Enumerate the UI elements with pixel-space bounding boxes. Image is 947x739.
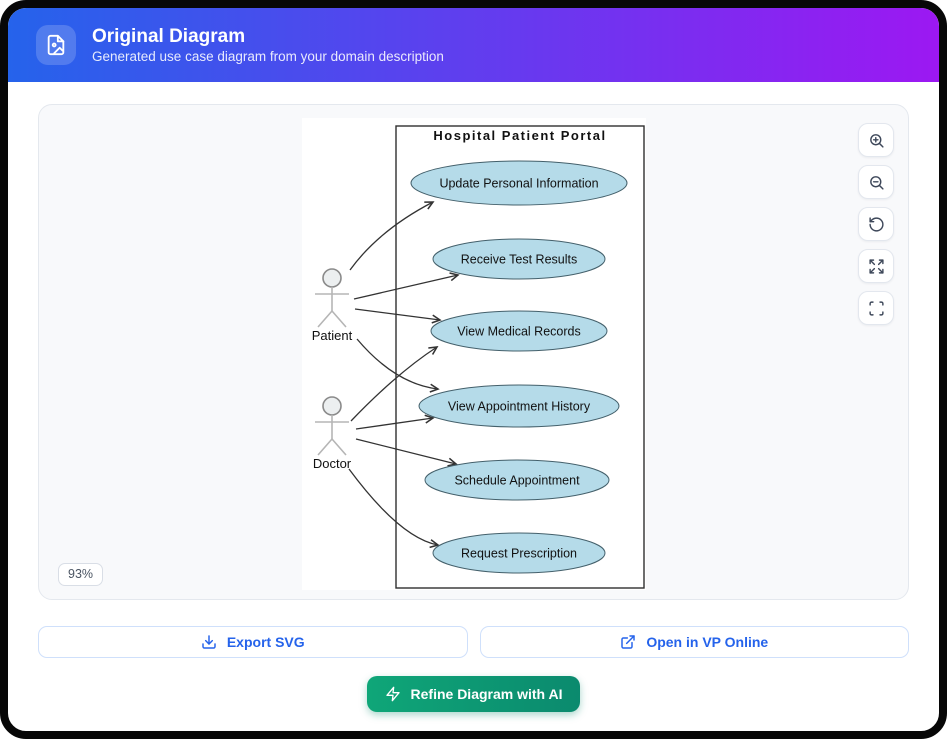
svg-text:Request Prescription: Request Prescription xyxy=(460,547,576,561)
use-case-view-appointment-history: View Appointment History xyxy=(418,384,619,428)
download-icon xyxy=(202,635,216,649)
header-text: Original Diagram Generated use case diag… xyxy=(92,26,444,65)
diagram-canvas[interactable]: Hospital Patient Portal Updat xyxy=(38,104,909,600)
zoom-out-button[interactable] xyxy=(858,165,894,199)
svg-text:Receive Test Results: Receive Test Results xyxy=(460,253,577,267)
association-doctor-schedule-appointment xyxy=(355,438,458,467)
svg-text:Update Personal Information: Update Personal Information xyxy=(439,177,598,191)
open-vp-online-button[interactable]: Open in VP Online xyxy=(479,626,909,658)
associations xyxy=(347,201,460,549)
expand-icon xyxy=(868,258,884,274)
open-vp-online-label: Open in VP Online xyxy=(646,634,769,650)
refine-diagram-ai-button[interactable]: Refine Diagram with AI xyxy=(366,676,581,712)
reset-view-button[interactable] xyxy=(858,207,894,241)
zoom-controls xyxy=(858,123,894,325)
export-svg-button[interactable]: Export SVG xyxy=(38,626,468,658)
refine-diagram-ai-label: Refine Diagram with AI xyxy=(410,686,563,702)
main-content: Hospital Patient Portal Updat xyxy=(8,82,939,731)
actor-doctor-label: Doctor xyxy=(312,456,351,471)
use-case-view-medical-records: View Medical Records xyxy=(430,310,607,352)
page-subtitle: Generated use case diagram from your dom… xyxy=(92,49,444,65)
rotate-ccw-icon xyxy=(868,216,884,232)
header: Original Diagram Generated use case diag… xyxy=(8,8,939,82)
association-doctor-request-prescription xyxy=(347,468,440,549)
fullscreen-button[interactable] xyxy=(858,291,894,325)
svg-text:View Appointment History: View Appointment History xyxy=(447,400,590,414)
svg-text:View Medical Records: View Medical Records xyxy=(457,325,580,339)
use-case-diagram: Hospital Patient Portal Updat xyxy=(301,118,646,590)
page-title: Original Diagram xyxy=(92,25,246,47)
association-doctor-view-appointment-history xyxy=(355,414,435,430)
refine-row: Refine Diagram with AI xyxy=(38,676,909,712)
association-patient-view-medical-records xyxy=(354,308,442,324)
zoom-in-button[interactable] xyxy=(858,123,894,157)
use-case-receive-test-results: Receive Test Results xyxy=(432,238,605,280)
fullscreen-icon xyxy=(868,300,884,316)
export-svg-label: Export SVG xyxy=(226,634,305,650)
use-case-request-prescription: Request Prescription xyxy=(432,532,605,574)
association-patient-update-personal-information xyxy=(348,201,435,271)
file-image-icon xyxy=(36,25,76,65)
zoom-in-icon xyxy=(869,133,884,148)
association-patient-receive-test-results xyxy=(353,272,460,300)
zoom-level-badge: 93% xyxy=(58,563,104,586)
zoom-out-icon xyxy=(869,175,884,190)
svg-text:Schedule Appointment: Schedule Appointment xyxy=(454,474,580,488)
actor-doctor: Doctor xyxy=(312,396,351,471)
lightning-bolt-icon xyxy=(385,686,400,702)
use-cases: Update Personal Information Receive Test… xyxy=(410,160,627,574)
expand-button[interactable] xyxy=(858,249,894,283)
actions-row: Export SVG Open in VP Online xyxy=(38,626,909,658)
association-doctor-view-medical-records xyxy=(350,346,438,422)
association-patient-view-appointment-history xyxy=(356,338,440,393)
use-case-schedule-appointment: Schedule Appointment xyxy=(424,459,609,501)
use-case-update-personal-information: Update Personal Information xyxy=(410,160,627,206)
system-title: Hospital Patient Portal xyxy=(433,128,606,143)
external-link-icon xyxy=(621,635,636,649)
actor-patient-label: Patient xyxy=(311,328,352,343)
actor-patient: Patient xyxy=(311,268,352,343)
